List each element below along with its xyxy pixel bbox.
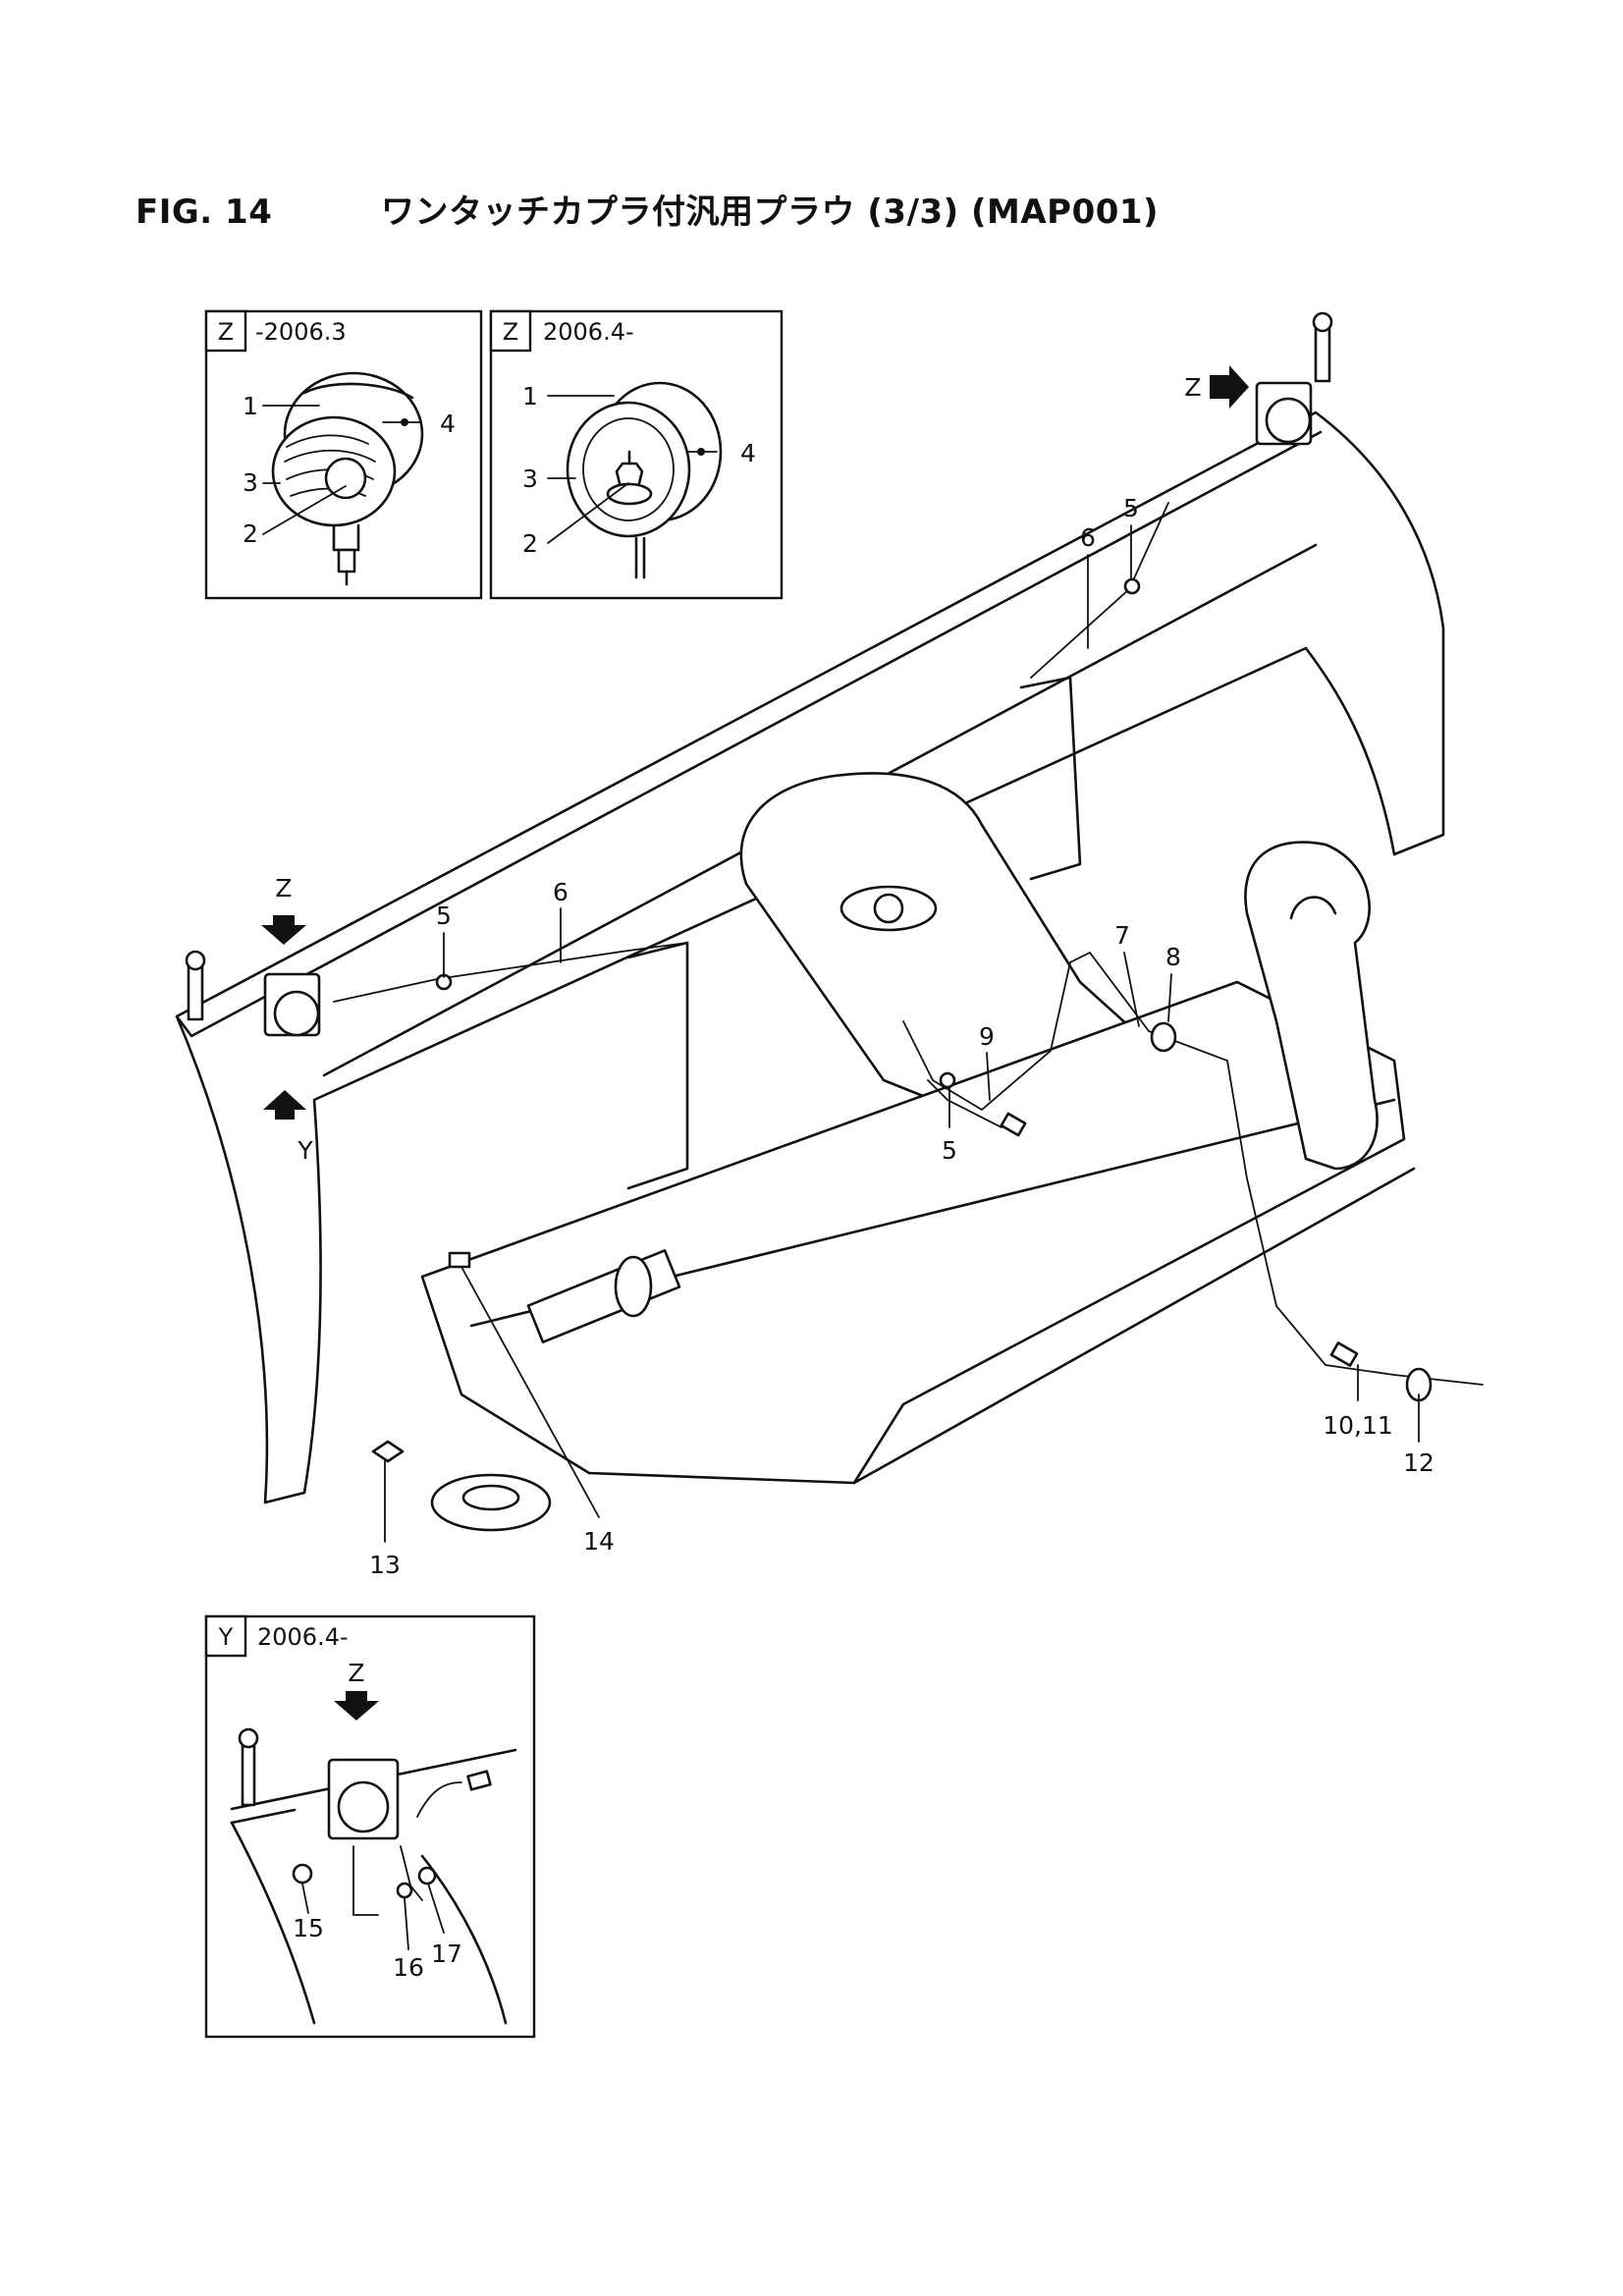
inset-range: 2006.4- bbox=[543, 318, 634, 346]
figure-heading: FIG. 14 ワンタッチカプラ付汎用プラウ (3/3) (MAP001) bbox=[135, 185, 1159, 233]
callout-9: 9 bbox=[979, 1022, 995, 1051]
callout-8: 8 bbox=[1165, 943, 1181, 971]
inset-range: -2006.3 bbox=[255, 318, 347, 346]
callout-1: 1 bbox=[243, 392, 258, 420]
view-arrow-z-right: Z bbox=[1184, 365, 1249, 409]
callout-2: 2 bbox=[522, 529, 538, 558]
callout-13: 13 bbox=[369, 1551, 401, 1579]
inset-y: Y 2006.4- Z 15 16 17 bbox=[204, 1614, 536, 2039]
callout-3: 3 bbox=[243, 468, 258, 497]
work-lamp-new-drawing bbox=[566, 381, 723, 579]
inset-view-box bbox=[204, 1614, 247, 1658]
plow-assembly-drawing bbox=[175, 311, 1484, 1532]
callout-5: 5 bbox=[942, 1136, 957, 1165]
callout-4: 4 bbox=[440, 410, 456, 438]
callout-15: 15 bbox=[293, 1914, 324, 1942]
svg-text:Z: Z bbox=[1184, 373, 1201, 402]
svg-text:Y: Y bbox=[297, 1136, 313, 1165]
view-arrow-z bbox=[334, 1691, 379, 1721]
work-lamp-old-drawing bbox=[271, 371, 424, 586]
svg-text:Z: Z bbox=[275, 874, 292, 902]
main-callouts: 5 6 5 6 7 8 9 5 10,11 12 13 14 bbox=[369, 494, 1434, 1579]
callout-5: 5 bbox=[436, 902, 452, 930]
callout-4: 4 bbox=[740, 439, 756, 467]
figure-number: FIG. 14 bbox=[135, 192, 273, 232]
view-arrow-y: Y bbox=[263, 1090, 313, 1165]
inset-range: 2006.4- bbox=[257, 1623, 349, 1651]
inset-view-box bbox=[489, 309, 532, 353]
inset-view-letter: Y bbox=[218, 1623, 234, 1651]
callout-1: 1 bbox=[522, 382, 538, 410]
callout-10-11: 10,11 bbox=[1323, 1411, 1393, 1440]
svg-text:Z: Z bbox=[348, 1659, 364, 1687]
inset-z-late: Z 2006.4- 1 2 3 4 bbox=[489, 309, 784, 600]
figure-title: ワンタッチカプラ付汎用プラウ (3/3) (MAP001) bbox=[381, 192, 1160, 232]
callout-6: 6 bbox=[1080, 523, 1096, 552]
moldboard bbox=[175, 410, 1445, 1504]
callout-16: 16 bbox=[393, 1953, 424, 1982]
inset-view-box bbox=[204, 309, 247, 353]
callout-7: 7 bbox=[1114, 921, 1130, 950]
callout-6: 6 bbox=[553, 878, 568, 906]
callout-5: 5 bbox=[1123, 494, 1139, 522]
coupler-hook bbox=[1244, 841, 1379, 1171]
inset-z-early: Z -2006.3 1 2 3 4 bbox=[204, 309, 483, 600]
view-arrow-z-left: Z bbox=[261, 874, 306, 945]
inset-view-letter: Z bbox=[503, 318, 518, 346]
callout-17: 17 bbox=[431, 1940, 462, 1968]
lamp-mount-drawing bbox=[230, 1727, 517, 2025]
inset-view-letter: Z bbox=[218, 318, 234, 346]
callout-14: 14 bbox=[583, 1527, 615, 1556]
callout-3: 3 bbox=[522, 465, 538, 493]
callout-12: 12 bbox=[1403, 1449, 1434, 1477]
callout-2: 2 bbox=[243, 519, 258, 548]
